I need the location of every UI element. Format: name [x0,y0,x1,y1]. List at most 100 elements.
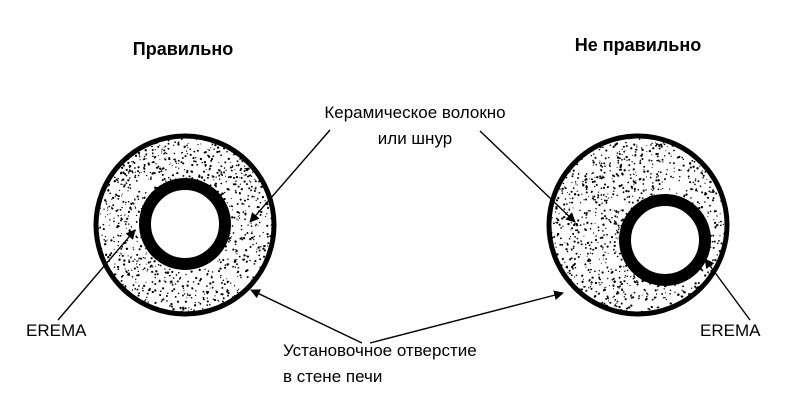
fiber-speckle [609,208,612,211]
fiber-speckle [657,159,660,162]
fiber-speckle [646,170,649,173]
fiber-speckle [639,159,642,161]
fiber-speckle [231,216,234,219]
fiber-speckle [208,149,210,152]
fiber-speckle [129,229,131,232]
fiber-speckle [617,161,620,164]
fiber-speckle [262,247,265,250]
fiber-speckle [149,178,152,180]
fiber-speckle [678,168,681,172]
fiber-speckle [122,164,126,167]
fiber-speckle [650,144,652,146]
fiber-speckle [623,266,625,268]
fiber-speckle [114,196,116,198]
fiber-speckle [222,279,225,282]
fiber-speckle [613,190,615,193]
fiber-speckle [217,270,221,273]
fiber-speckle [249,259,251,262]
fiber-speckle [585,172,588,175]
fiber-speckle [694,183,696,186]
fiber-speckle [162,298,165,301]
fiber-speckle [662,161,664,163]
fiber-speckle [683,195,685,197]
fiber-speckle [228,280,230,283]
fiber-speckle [570,257,573,260]
fiber-speckle [251,230,253,232]
fiber-speckle [211,175,213,177]
fiber-speckle [636,283,638,286]
fiber-speckle [138,292,141,295]
fiber-speckle [149,171,151,174]
fiber-speckle [125,203,127,205]
fiber-speckle [638,196,641,199]
fiber-speckle [618,252,621,255]
fiber-speckle [641,153,644,156]
fiber-speckle [661,181,663,183]
fiber-speckle [585,191,588,194]
fiber-speckle [184,307,187,310]
fiber-speckle [599,236,602,239]
fiber-speckle [697,281,700,285]
fiber-speckle [657,179,660,182]
fiber-speckle [695,188,697,190]
fiber-speckle [143,163,146,166]
fiber-speckle [714,227,717,229]
fiber-speckle [590,178,593,181]
fiber-speckle [233,260,236,264]
fiber-speckle [673,171,675,173]
fiber-speckle [213,148,215,150]
fiber-speckle [243,254,246,257]
fiber-speckle [720,224,722,227]
fiber-speckle [206,292,209,295]
fiber-speckle [618,287,620,289]
fiber-speckle [605,201,608,204]
fiber-speckle [595,163,597,166]
fiber-speckle [177,143,180,146]
fiber-speckle [252,171,254,173]
fiber-speckle [592,159,594,162]
fiber-speckle [254,187,257,190]
fiber-speckle [583,285,586,288]
fiber-speckle [617,174,620,177]
fiber-speckle [655,179,658,182]
fiber-speckle [164,268,166,270]
fiber-speckle [227,176,230,179]
fiber-speckle [658,161,661,163]
fiber-speckle [561,243,564,246]
fiber-speckle [119,172,123,175]
fiber-speckle [142,256,145,259]
fiber-speckle [590,222,593,225]
fiber-speckle [711,240,714,243]
fiber-speckle [231,266,233,268]
fiber-speckle [613,175,616,178]
fiber-speckle [689,162,691,165]
fiber-speckle [586,212,588,214]
fiber-speckle [571,197,574,200]
fiber-speckle [218,161,220,163]
fiber-speckle [234,266,237,268]
fiber-speckle [128,166,131,169]
fiber-speckle [207,155,211,158]
fiber-speckle [213,298,217,302]
fiber-speckle [567,272,569,274]
fiber-speckle [593,180,596,183]
fiber-speckle [704,274,707,277]
fiber-speckle [602,230,604,232]
fiber-speckle [227,202,229,204]
fiber-speckle [150,264,153,267]
fiber-speckle [198,174,201,177]
fiber-speckle [202,296,205,299]
fiber-speckle [117,234,119,236]
fiber-speckle [220,171,223,173]
fiber-speckle [556,234,559,237]
fiber-speckle [598,277,601,280]
fiber-speckle [674,291,676,293]
fiber-speckle [239,169,242,172]
fiber-speckle [161,150,163,152]
fiber-speckle [99,213,101,215]
fiber-speckle [570,265,574,269]
fiber-speckle [222,258,225,261]
fiber-speckle [182,287,185,290]
fiber-speckle [238,255,241,258]
fiber-speckle [136,253,139,256]
